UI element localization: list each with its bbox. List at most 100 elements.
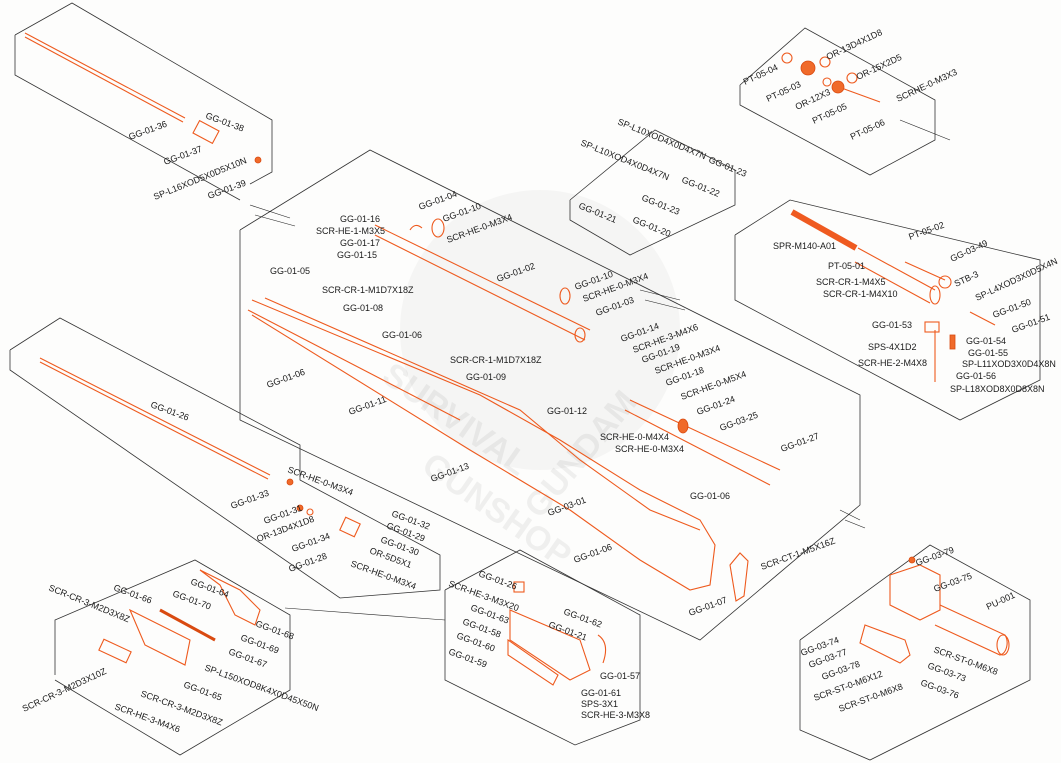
parts (24, 32, 1010, 686)
part-label: SP-L150XOD8K4X0D45X50N (203, 662, 320, 713)
part-label: SCR-HE-0-M3X4 (615, 444, 684, 454)
magazine-parts (507, 581, 607, 686)
part-label: GG-03-49 (949, 238, 990, 264)
part-label: GG-01-16 (340, 214, 380, 224)
part-label: SCR-CR-1-M1D7X18Z (322, 285, 414, 295)
part-label: GG-01-54 (966, 336, 1006, 346)
scope-mount-parts (859, 556, 941, 664)
part-label: SCR-HE-0-M4X4 (600, 432, 669, 442)
part-label: SCR-CR-1-M4X10 (823, 289, 898, 299)
part-label: GG-01-66 (112, 582, 153, 605)
piston-labels: SPR-M140-A01 PT-05-01 PT-05-02 GG-03-49 … (773, 220, 1059, 394)
part-label: SPS-4X1D2 (868, 342, 917, 352)
hop-parts (924, 311, 996, 382)
muzzle-labels: GG-01-36 GG-01-38 GG-01-37 SP-L16XOD5X0D… (127, 110, 248, 201)
part-label: GG-01-65 (182, 679, 223, 702)
part-label: OR-15X2D5 (855, 52, 904, 82)
part-label: GG-03-79 (914, 545, 955, 568)
part-label: GG-01-53 (872, 320, 912, 330)
part-label: GG-01-55 (968, 348, 1008, 358)
part-label: SCR-CT-1-M5X16Z (759, 535, 837, 571)
stock-part (247, 297, 716, 591)
scope-part (934, 604, 1010, 656)
part-label: PT-05-05 (811, 101, 849, 126)
part-label: SCR-HE-1-M3X5 (316, 226, 385, 236)
part-label: OR-13D4X1D8 (825, 27, 884, 62)
part-label: GG-01-33 (229, 488, 270, 511)
valve-labels: PT-05-04 PT-05-03 OR-12X3 OR-13D4X1D8 OR… (742, 27, 959, 142)
part-label: GG-01-07 (687, 595, 728, 618)
part-label: GG-01-59 (447, 646, 488, 669)
part-label: GG-01-06 (382, 330, 422, 340)
receiver-part (624, 399, 781, 486)
part-label: PT-05-03 (765, 79, 803, 104)
part-label: GG-01-08 (343, 303, 383, 313)
part-label: STB-3 (953, 269, 980, 289)
part-label: GG-01-11 (347, 394, 387, 417)
part-label: GG-01-56 (956, 371, 996, 381)
muzzle-part (192, 119, 262, 164)
part-label: GG-01-06 (690, 491, 730, 501)
cocking-handle-part (904, 261, 952, 289)
part-label: GG-01-04 (417, 189, 458, 212)
part-label: GG-01-61 (581, 688, 621, 698)
part-label: SP-L4XOD3X0D5X4N (974, 256, 1059, 303)
inner-barrel-part (374, 224, 591, 343)
valve-parts (781, 52, 881, 103)
rod-end-parts (296, 504, 361, 538)
part-label: PT-05-01 (828, 261, 865, 271)
part-label: GG-01-05 (270, 266, 310, 276)
part-label: GG-01-57 (600, 671, 640, 681)
part-label: GG-01-34 (290, 531, 331, 554)
scope-labels: GG-03-79 GG-03-75 PU-001 GG-03-74 GG-03-… (799, 545, 1016, 714)
part-label: SCR-HE-3-M3X8 (581, 710, 650, 720)
part-label: GG-01-26 (477, 568, 518, 591)
part-label: SP-L18XOD8X0D8X8N (950, 384, 1045, 394)
front-sight-part (409, 218, 571, 305)
part-label: GG-01-24 (695, 394, 736, 417)
part-label: GG-03-25 (718, 410, 759, 433)
outer-barrel-part (24, 32, 186, 123)
trigger-parts (98, 569, 261, 666)
part-label: SP-L10XOD4X0D4X7N (616, 117, 707, 162)
part-label: OR-12X3 (794, 87, 832, 112)
part-label: GG-01-27 (779, 431, 820, 454)
part-label: GG-01-23 (707, 155, 748, 179)
part-label: PT-05-02 (907, 220, 945, 242)
part-label: SP-L10XOD4X0D4X7N (579, 138, 670, 183)
part-label: SCRHE-0-M3X3 (895, 67, 959, 104)
part-label: GG-01-17 (340, 238, 380, 248)
part-label: GG-01-06 (572, 542, 613, 565)
part-label: SCR-CR-1-M1D7X18Z (450, 355, 542, 365)
part-label: SCR-CR-1-M4X5 (816, 277, 886, 287)
part-label: GG-01-15 (337, 250, 377, 260)
part-label: SCR-HE-2-M4X8 (858, 358, 927, 368)
part-label: GG-01-38 (204, 110, 245, 133)
part-label: GG-01-28 (287, 551, 328, 574)
part-label: SPS-3X1 (581, 699, 618, 709)
magazine-labels: GG-01-26 SCR-HE-3-M3X20 GG-01-63 GG-01-5… (447, 568, 650, 720)
part-label: GG-01-37 (162, 144, 203, 167)
cylinder-part (854, 247, 941, 305)
buttplate-part (729, 552, 749, 602)
part-label: SCR-HE-0-M3X4 (286, 464, 354, 497)
box-outlines (9, 2, 1041, 761)
spring-part (790, 209, 858, 251)
part-label: GG-01-50 (991, 297, 1032, 320)
part-label: GG-01-09 (466, 372, 506, 382)
part-label: GG-03-76 (919, 677, 960, 700)
part-label: GG-01-12 (547, 406, 587, 416)
part-label: GG-01-06 (265, 367, 306, 390)
part-label: GG-01-26 (149, 399, 190, 422)
cleaning-rod-part (39, 357, 294, 486)
part-label: GG-01-22 (680, 175, 721, 199)
part-label: GG-01-51 (1010, 312, 1051, 335)
part-label: GG-01-39 (206, 178, 247, 201)
part-label: PT-05-06 (849, 117, 887, 142)
part-label: SPR-M140-A01 (773, 241, 836, 251)
part-label: GG-01-36 (127, 119, 168, 142)
part-label: SP-L11XOD3X0D4X8N (962, 359, 1056, 369)
part-label: PU-001 (985, 590, 1017, 612)
